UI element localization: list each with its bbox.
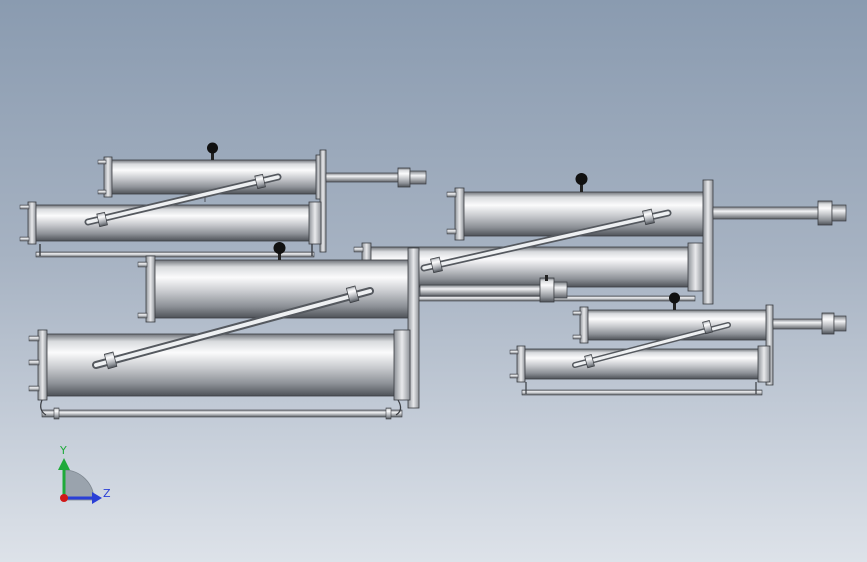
flange-plate — [765, 304, 774, 386]
y-axis-arrow — [58, 458, 70, 470]
vent-knob-stem — [673, 301, 676, 310]
bottom-pipe — [41, 409, 403, 418]
pipe-fitting — [53, 407, 60, 420]
bottom-pipe — [521, 389, 763, 396]
origin-marker — [60, 494, 68, 502]
tie-rod-stub — [353, 246, 364, 253]
tie-rod-stub — [137, 261, 148, 268]
tube-fitting — [584, 353, 595, 369]
z-axis-arrow — [92, 492, 102, 504]
tie-rod-stub — [19, 236, 30, 242]
tube-fitting — [254, 173, 266, 190]
cylinder-assembly-right — [353, 173, 847, 305]
tie-rod-stub — [509, 349, 519, 355]
cylinder-barrel — [521, 348, 761, 380]
vent-knob-stem — [545, 275, 548, 281]
rod-nut — [397, 167, 411, 188]
tie-rod-stub — [97, 159, 107, 165]
end-cap — [579, 306, 589, 344]
piston-rod — [712, 206, 820, 220]
rod-thread — [833, 315, 847, 332]
vent-knob — [207, 142, 218, 154]
rod-thread — [831, 204, 847, 222]
end-cap — [145, 255, 156, 323]
piston-rod — [419, 284, 543, 297]
tube-fitting — [345, 285, 360, 304]
rod-nut — [539, 277, 555, 303]
tie-rod-stub — [97, 189, 107, 195]
vent-knob — [669, 292, 680, 304]
coordinate-triad: Y Z — [58, 444, 111, 504]
cylinder-barrel — [584, 309, 769, 341]
tie-rod-stub — [572, 310, 582, 316]
end-cap — [454, 187, 465, 241]
tie-rod-stub — [446, 228, 457, 235]
vent-knob — [575, 173, 588, 185]
end-cap — [37, 329, 48, 401]
tie-rod-stub — [28, 335, 40, 342]
vent-knob-stem — [580, 182, 583, 192]
tube-fitting — [430, 256, 443, 274]
cylinder-assembly-top-left — [19, 142, 427, 258]
piston-rod — [325, 172, 401, 183]
cylinder-assembly-bottom-right — [509, 292, 847, 396]
flange-plate — [702, 179, 714, 305]
tie-rod-stub — [446, 191, 457, 198]
tie-rod-stub — [28, 385, 40, 392]
tie-rod-stub — [28, 359, 40, 366]
tube-fitting — [103, 351, 118, 370]
end-cap — [687, 242, 704, 292]
cylinder-barrel — [31, 204, 313, 242]
tie-rod-stub — [137, 312, 148, 319]
tube-fitting — [642, 208, 655, 226]
vent-knob — [273, 242, 286, 254]
vent-knob-stem — [211, 150, 214, 160]
tube-fitting — [702, 319, 713, 335]
y-axis-label: Y — [59, 444, 67, 457]
z-axis-label: Z — [103, 487, 111, 500]
end-cap — [757, 345, 771, 383]
rod-thread — [553, 281, 568, 299]
rod-nut — [817, 200, 833, 226]
end-cap — [393, 329, 411, 401]
cylinder-barrel — [107, 159, 319, 195]
bottom-pipe — [35, 251, 315, 258]
pipe-fitting — [385, 407, 392, 420]
tie-rod-stub — [19, 204, 30, 210]
end-cap — [308, 201, 322, 245]
triad-arc — [63, 469, 95, 501]
rod-nut — [821, 312, 835, 335]
tie-rod-stub — [509, 373, 519, 379]
end-cap — [516, 345, 526, 383]
flange-plate — [407, 247, 420, 409]
cylinder-assembly-center-left — [28, 242, 420, 420]
vent-knob-stem — [278, 252, 281, 260]
piston-rod — [772, 318, 824, 330]
tie-rod-stub — [572, 334, 582, 340]
rod-thread — [409, 170, 427, 185]
end-cap — [27, 201, 37, 245]
flange-plate — [319, 149, 327, 253]
end-cap — [103, 156, 113, 198]
tube-fitting — [96, 211, 108, 228]
